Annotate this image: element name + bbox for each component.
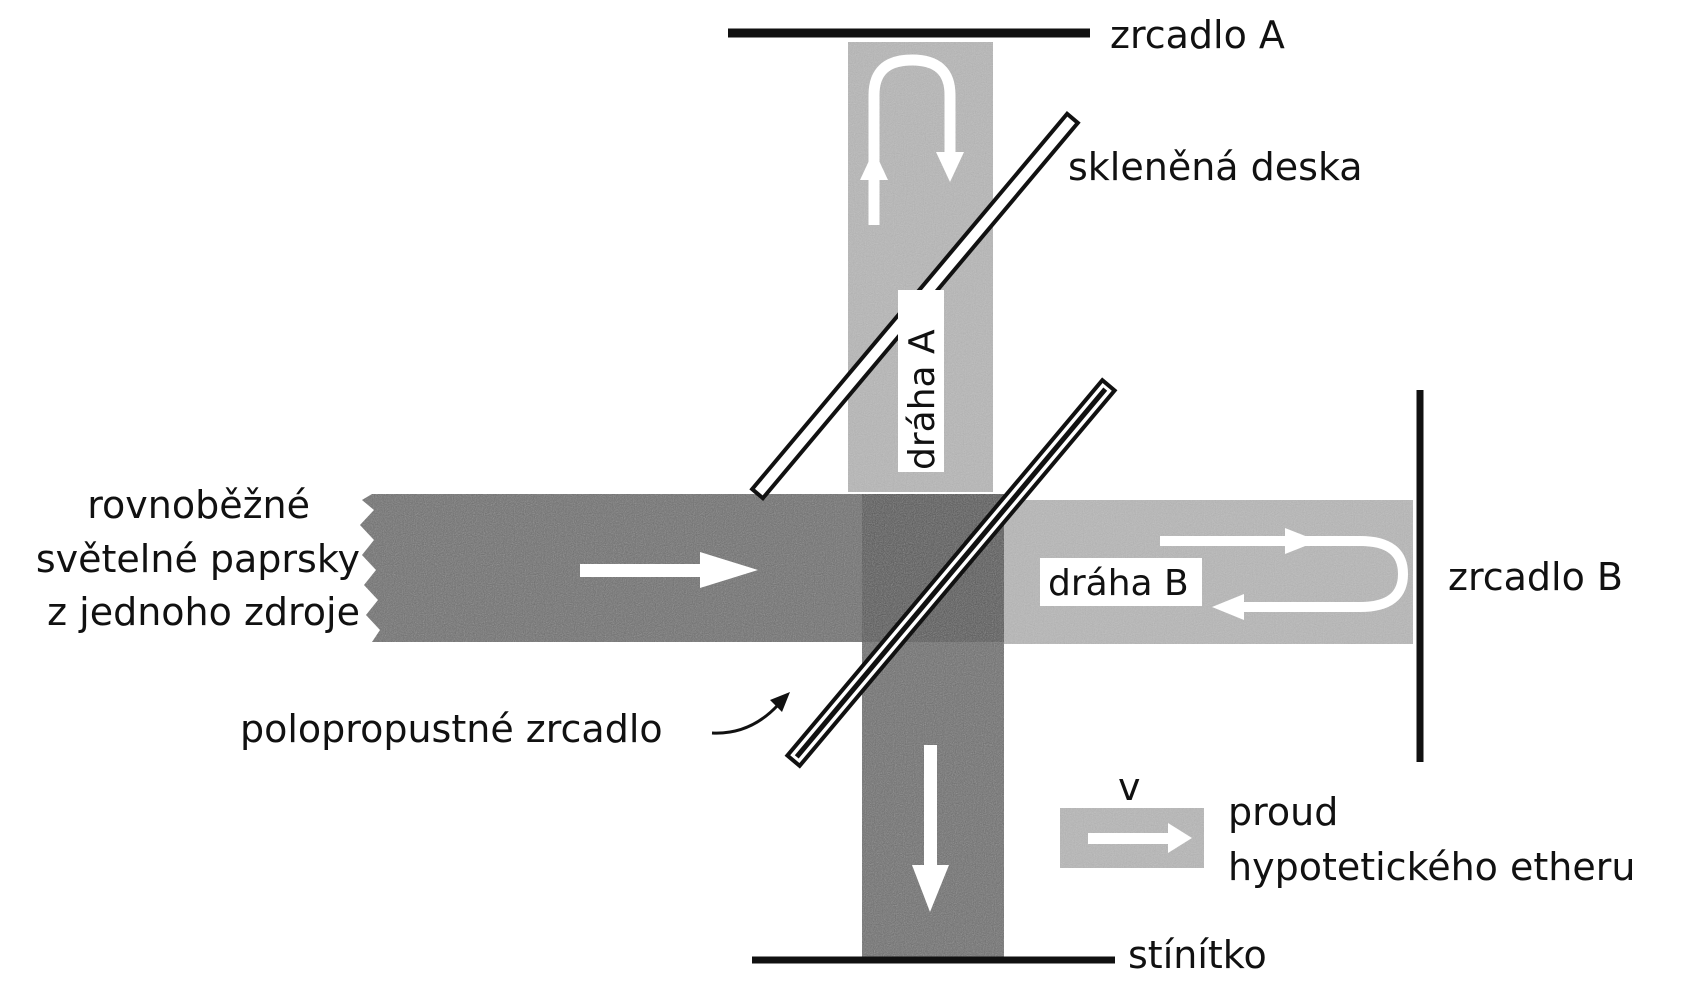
- mirror-b-label: zrcadlo B: [1448, 555, 1623, 599]
- source-label-line3: z jednoho zdroje: [47, 590, 360, 634]
- ether-label-line1: proud: [1228, 790, 1338, 834]
- path-b-left-arrowhead: [1212, 594, 1244, 620]
- ether-legend-arrow: [1088, 823, 1192, 853]
- path-a-label: dráha A: [902, 329, 943, 470]
- ether-label-line2: hypotetického etheru: [1228, 845, 1635, 889]
- source-arrow: [580, 552, 758, 588]
- beam-overlap: [862, 494, 1004, 642]
- glass-plate-label: skleněná deska: [1068, 145, 1363, 189]
- path-a-up-arrowhead: [860, 150, 888, 180]
- path-a-loop-arrow: [868, 54, 956, 225]
- source-label-line2: světelné paprsky: [36, 537, 360, 581]
- half-mirror-pointer: [711, 703, 780, 735]
- screen-label: stínítko: [1128, 933, 1267, 977]
- path-b-label-box: dráha B: [1040, 558, 1202, 606]
- mirror-a-label: zrcadlo A: [1110, 13, 1285, 57]
- path-a-down-arrowhead: [936, 152, 964, 182]
- path-b-right-arrowhead: [1285, 528, 1318, 554]
- path-b-loop-arrow: [1160, 536, 1409, 612]
- velocity-label: v: [1118, 765, 1141, 809]
- half-mirror-pointer-head: [770, 692, 790, 712]
- path-a-label-box: dráha A: [898, 290, 944, 472]
- screen-arrow: [912, 745, 949, 912]
- source-label-line1: rovnoběžné: [87, 483, 310, 527]
- half-mirror: [784, 377, 1118, 769]
- half-mirror-label: polopropustné zrcadlo: [240, 707, 663, 751]
- path-b-label: dráha B: [1048, 563, 1189, 604]
